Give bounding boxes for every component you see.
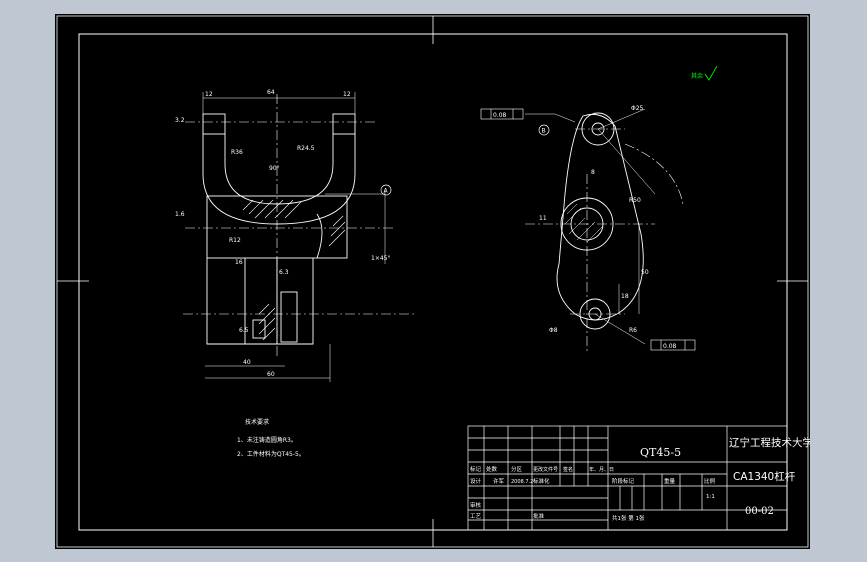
dim-r6: R6 — [629, 327, 637, 334]
dim-6-5: 6.5 — [239, 327, 249, 334]
centering-marks — [57, 16, 808, 547]
svg-text:年、月、日: 年、月、日 — [589, 466, 614, 473]
dim-60: 60 — [267, 371, 275, 378]
front-centerlines — [183, 94, 415, 359]
dim-12-left: 12 — [205, 91, 213, 98]
dim-18: 18 — [621, 293, 629, 300]
tech-notes-heading: 技术要求 — [245, 418, 269, 426]
front-dim-texts: 12 12 64 90° R36 R24.5 R12 16 40 60 1×45… — [175, 89, 390, 378]
svg-text:更改文件号: 更改文件号 — [533, 466, 558, 473]
school-name: 辽宁工程技术大学 — [729, 436, 810, 449]
svg-text:1:1: 1:1 — [706, 494, 715, 500]
material-text: QT45-5 — [640, 446, 681, 459]
svg-text:B: B — [542, 128, 546, 135]
sheet-border-outer — [56, 15, 809, 548]
dim-64: 64 — [267, 89, 275, 96]
svg-text:A: A — [384, 188, 389, 195]
dim-1-6: 1.6 — [175, 211, 185, 218]
fcf-left: 0.08 — [480, 108, 524, 120]
side-view — [556, 112, 644, 330]
dim-6-3: 6.3 — [279, 269, 289, 276]
svg-text:设计: 设计 — [470, 477, 482, 485]
dim-3-2: 3.2 — [175, 117, 185, 124]
dim-phi8: Φ8 — [549, 327, 558, 334]
side-dim-texts: Φ25 R50 50 18 8 11 Φ8 R6 — [539, 105, 649, 334]
svg-text:处数: 处数 — [486, 465, 498, 473]
svg-text:分区: 分区 — [511, 465, 523, 473]
svg-text:0.08: 0.08 — [663, 343, 677, 350]
svg-text:0.08: 0.08 — [493, 112, 507, 119]
svg-text:共1张 第 1张: 共1张 第 1张 — [612, 514, 645, 522]
svg-text:签名: 签名 — [563, 466, 573, 473]
cad-viewport[interactable]: 12 12 64 90° R36 R24.5 R12 16 40 60 1×45… — [55, 14, 810, 549]
title-block-text: QT45-5 辽宁工程技术大学 CA1340杠杆 00-02 标记 处数 分区 … — [470, 436, 810, 522]
tech-notes: 技术要求 1、未注铸造圆角R3。 2、工件材料为QT45-5。 — [237, 418, 305, 458]
dim-90deg: 90° — [269, 165, 280, 172]
dim-r12: R12 — [229, 237, 241, 244]
tech-note-1: 1、未注铸造圆角R3。 — [237, 436, 297, 444]
dim-50: 50 — [641, 269, 649, 276]
drawing-number: 00-02 — [745, 506, 774, 517]
front-dimensions — [202, 92, 386, 382]
dim-40: 40 — [243, 359, 251, 366]
svg-text:2008.7.2: 2008.7.2 — [511, 479, 533, 485]
dim-r50: R50 — [629, 197, 641, 204]
svg-text:工艺: 工艺 — [470, 513, 482, 520]
dim-r36: R36 — [231, 149, 243, 156]
dim-phi25: Φ25 — [631, 105, 644, 112]
title-block — [467, 425, 788, 531]
dim-r24: R24.5 — [297, 145, 315, 152]
front-view — [202, 113, 356, 345]
dim-16: 16 — [235, 259, 243, 266]
side-centerlines — [525, 128, 684, 354]
part-name: CA1340杠杆 — [733, 470, 796, 483]
drawing-canvas: 12 12 64 90° R36 R24.5 R12 16 40 60 1×45… — [56, 15, 810, 548]
dim-12-right: 12 — [343, 91, 351, 98]
svg-text:阶段标记: 阶段标记 — [612, 477, 635, 485]
tech-note-2: 2、工件材料为QT45-5。 — [237, 450, 305, 458]
fcf-right: 0.08 — [650, 339, 696, 351]
svg-text:许军: 许军 — [493, 477, 505, 485]
svg-text:审核: 审核 — [470, 501, 482, 509]
datum-b-marker: B — [538, 124, 550, 136]
side-dimensions — [525, 108, 656, 345]
svg-text:批准: 批准 — [533, 512, 545, 520]
datum-a-marker: A — [380, 184, 392, 196]
svg-text:比例: 比例 — [704, 477, 716, 485]
dim-1x45: 1×45° — [371, 255, 390, 262]
svg-text:重量: 重量 — [664, 477, 676, 485]
roughness-mark-other: 其余 — [691, 65, 718, 81]
svg-text:标准化: 标准化 — [533, 477, 550, 485]
svg-text:标记: 标记 — [470, 465, 482, 473]
svg-text:其余: 其余 — [691, 72, 703, 80]
dim-8: 8 — [591, 169, 595, 176]
dim-11: 11 — [539, 215, 547, 222]
